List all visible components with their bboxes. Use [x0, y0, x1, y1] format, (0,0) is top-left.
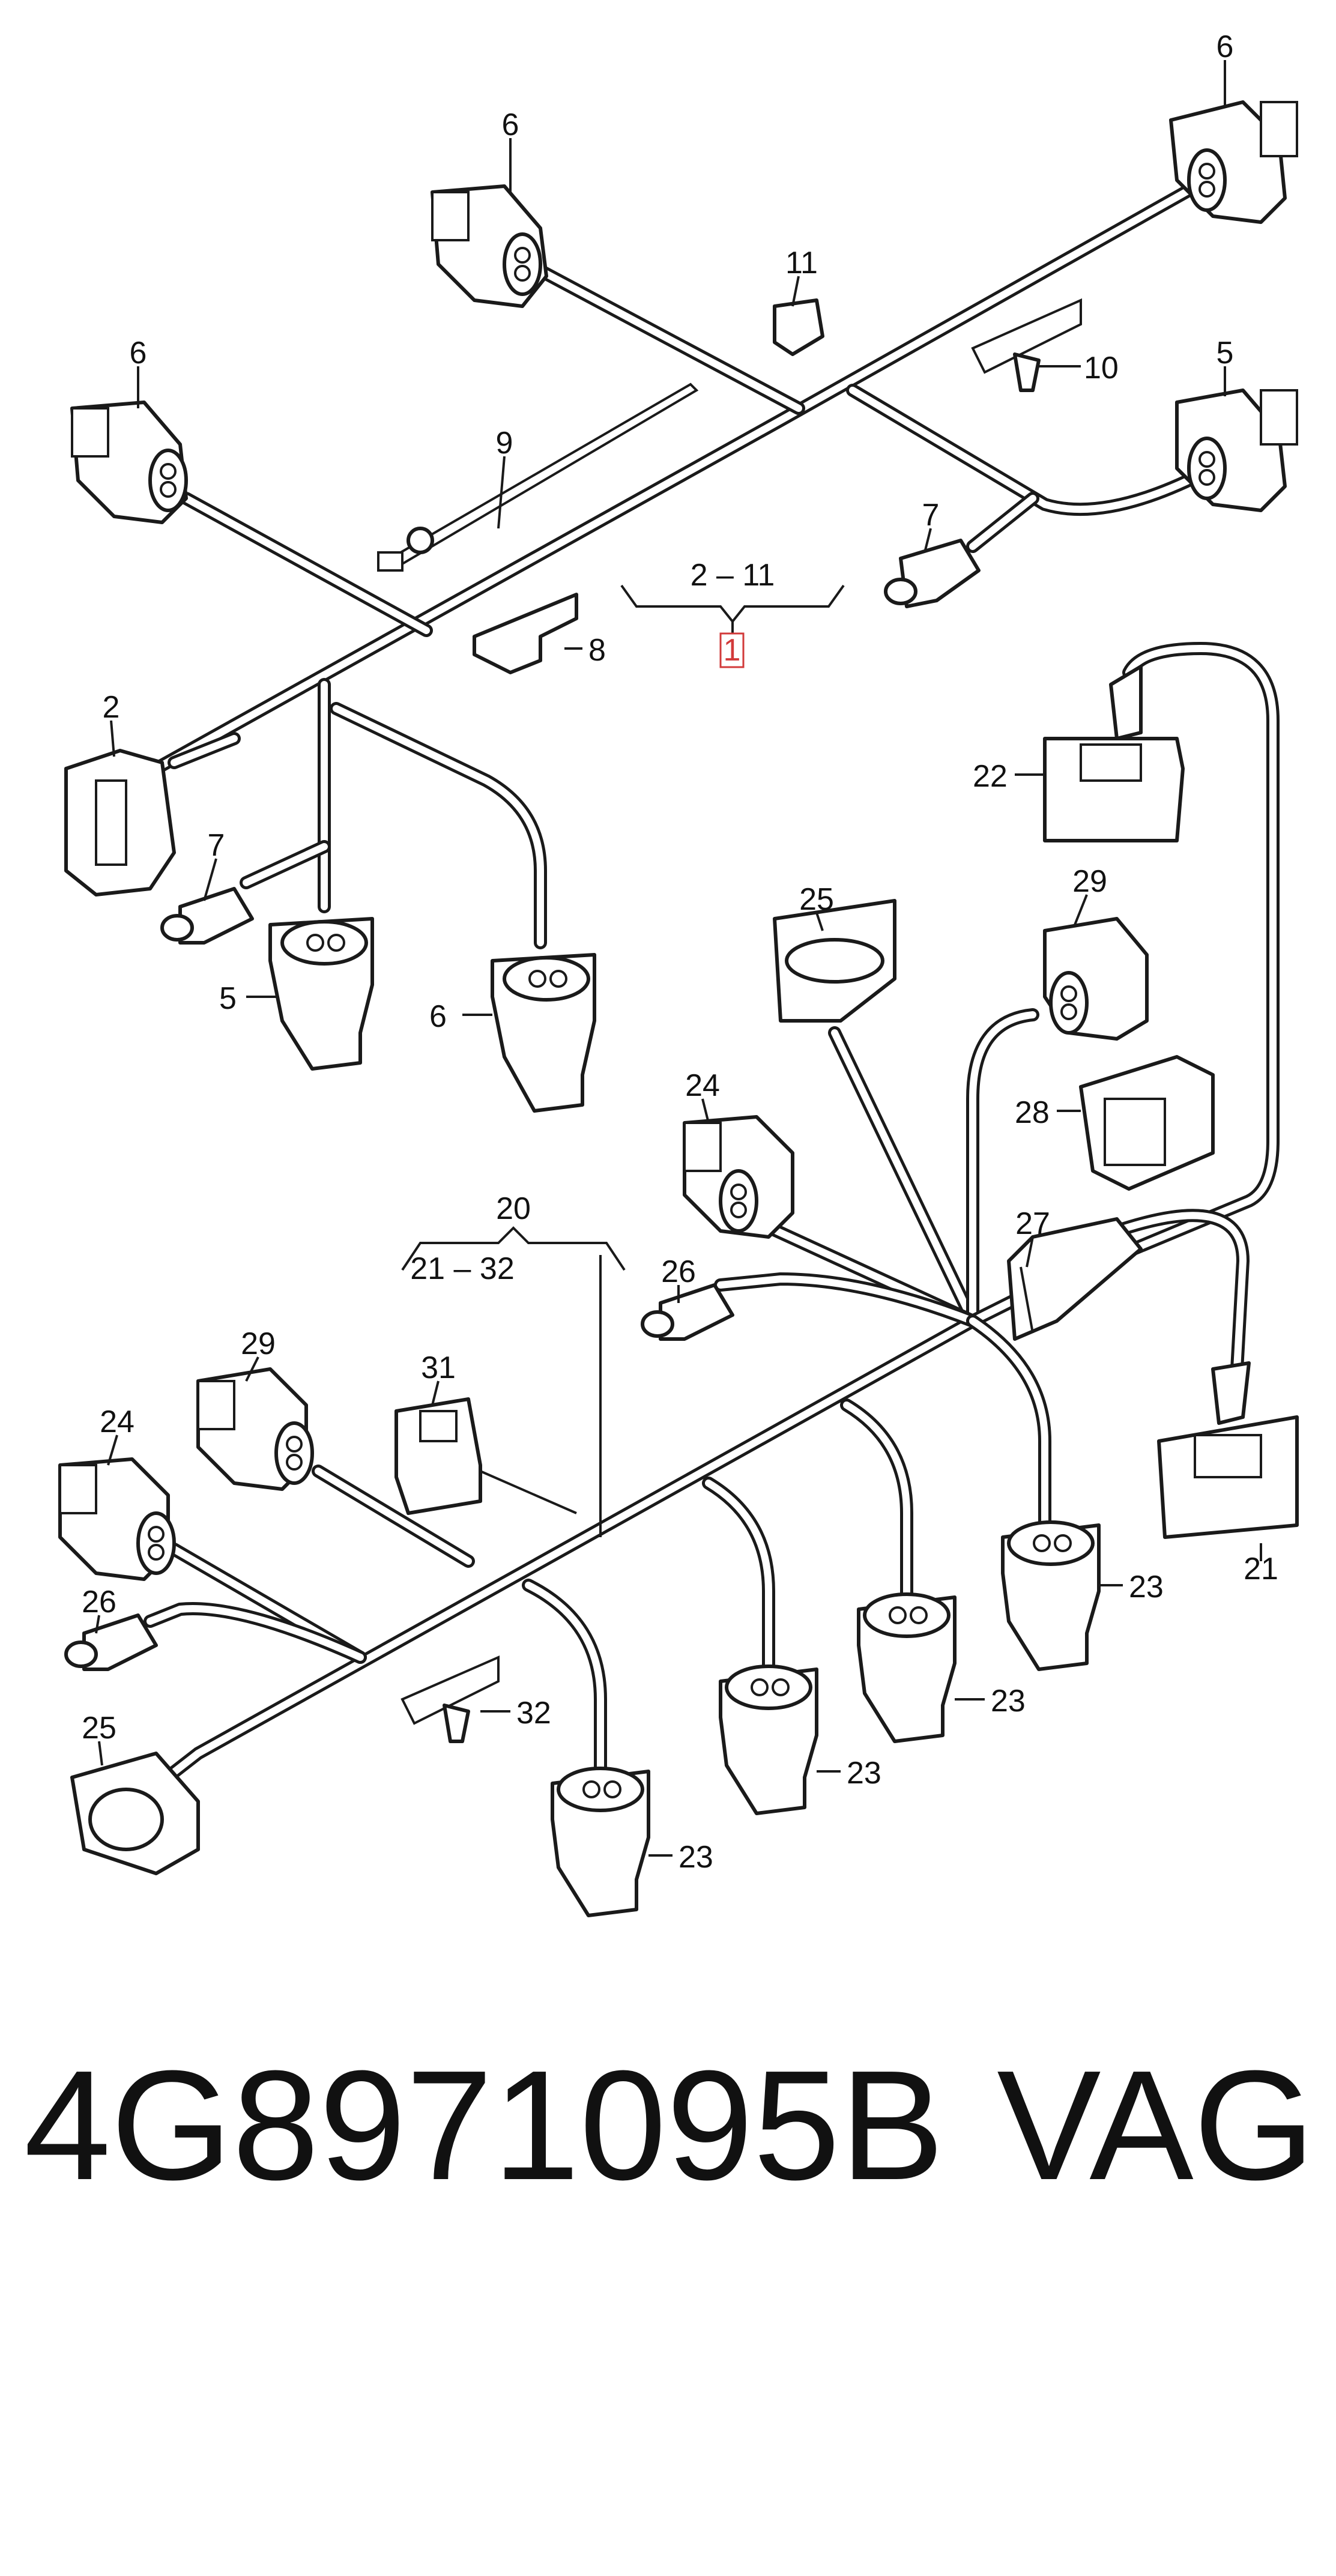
leader-lines [95, 60, 1262, 1857]
callout-6: 6 [429, 999, 447, 1034]
footer: 4G8971095B VAG [24, 2036, 1315, 2216]
connector-5-left [268, 917, 374, 1071]
callout-29: 29 [241, 1326, 276, 1361]
connector-23-b [857, 1592, 957, 1743]
connector-29-lower [196, 1367, 314, 1491]
connector-23-d [551, 1767, 650, 1917]
callout-21: 21 [1244, 1552, 1278, 1586]
callout-23: 23 [1129, 1570, 1164, 1604]
callout-24: 24 [685, 1068, 720, 1103]
callout-labels: 6 6 6 5 11 10 9 2 – 11 1 8 7 7 2 5 6 22 … [82, 29, 1278, 1875]
brand-label: VAG [997, 2039, 1315, 2213]
connector-6-top-center [431, 184, 548, 308]
connector-24-lower [58, 1457, 176, 1581]
callout-27: 27 [1015, 1206, 1050, 1241]
connector-2 [64, 749, 176, 896]
callout-29: 29 [1072, 864, 1107, 899]
callout-31: 31 [421, 1350, 456, 1385]
sensor-26-upper [641, 1283, 734, 1341]
callout-5: 5 [219, 981, 237, 1016]
callout-6: 6 [130, 336, 147, 370]
callout-11: 11 [785, 246, 818, 280]
callout-22: 22 [973, 759, 1008, 794]
cable-tie-9 [377, 382, 699, 572]
connector-24-upper [683, 1115, 794, 1239]
callout-6: 6 [1217, 29, 1234, 64]
callout-10: 10 [1084, 351, 1119, 385]
connector-21 [1157, 1361, 1299, 1539]
callout-9: 9 [496, 426, 513, 461]
connector-6-top-right [1169, 100, 1298, 224]
callout-26: 26 [82, 1585, 116, 1619]
callout-2: 2 [103, 690, 120, 725]
wiring-harness-diagram: 6 6 6 5 11 10 9 2 – 11 1 8 7 7 2 5 6 22 … [58, 29, 1299, 1917]
callout-28: 28 [1015, 1095, 1050, 1130]
callout-20: 20 [496, 1191, 531, 1226]
callout-5: 5 [1217, 336, 1234, 370]
clip-32 [400, 1655, 500, 1743]
connector-5-top-right [1175, 389, 1298, 512]
callout-26: 26 [661, 1254, 696, 1289]
callout-21-32: 21 – 32 [410, 1251, 515, 1286]
part-number: 4G8971095B [24, 2039, 945, 2213]
clip-10 [971, 298, 1082, 392]
connector-6-left [70, 401, 188, 524]
callout-1: 1 [724, 633, 741, 668]
connector-23-c [719, 1664, 818, 1815]
callout-7: 7 [208, 828, 225, 863]
callout-23: 23 [991, 1684, 1026, 1719]
connector-25-upper [773, 899, 896, 1023]
connector-22 [1043, 665, 1185, 842]
callout-23: 23 [847, 1756, 881, 1791]
callout-6: 6 [502, 107, 519, 142]
callout-24: 24 [100, 1404, 135, 1439]
sensor-7-upper [884, 539, 981, 608]
callout-2-11: 2 – 11 [691, 558, 775, 593]
sensor-7-left [160, 887, 254, 945]
callout-1-box [719, 632, 745, 668]
connector-6-center [491, 953, 596, 1113]
connector-23-a [1001, 1520, 1101, 1671]
callout-7: 7 [922, 498, 940, 533]
callout-25: 25 [799, 882, 834, 917]
bracket-31 [394, 1397, 577, 1515]
clip-8 [473, 593, 578, 674]
callout-8: 8 [588, 633, 606, 668]
lower-harness-wires [138, 642, 1280, 1802]
connector-25-lower [70, 1752, 200, 1875]
sensor-26-lower [64, 1613, 158, 1671]
upper-harness-wires [150, 174, 1214, 949]
connector-28 [1079, 1055, 1215, 1191]
callout-32: 32 [516, 1696, 551, 1731]
callout-25: 25 [82, 1711, 116, 1746]
clip-11 [773, 298, 824, 356]
callout-23: 23 [679, 1840, 713, 1875]
connector-29-upper [1043, 917, 1149, 1041]
